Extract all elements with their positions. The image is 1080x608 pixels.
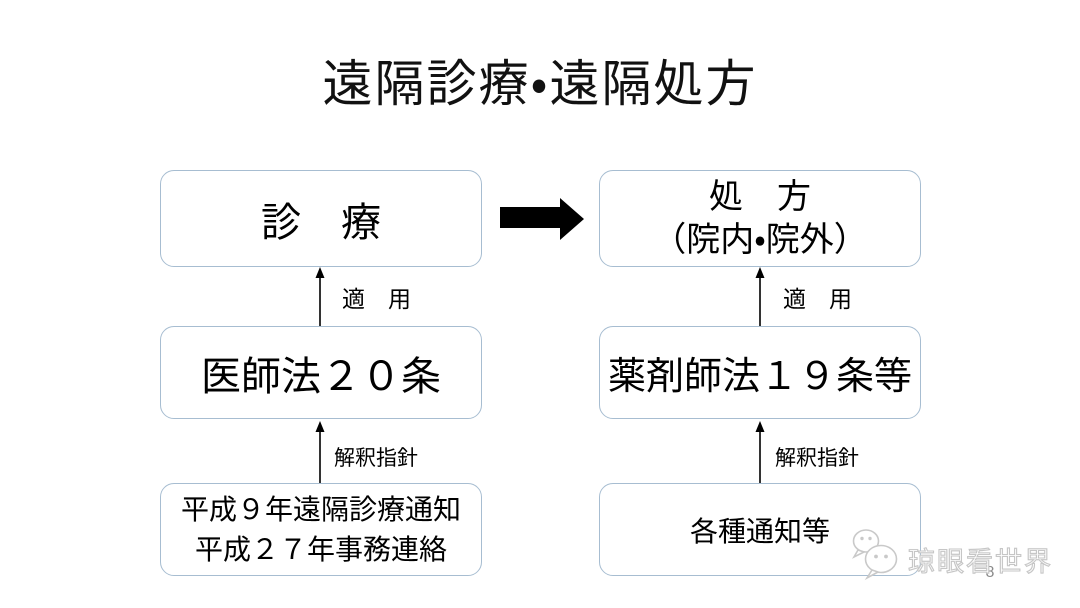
box-shinryo-label: 診 療 [261,200,381,245]
label-interpretation-right: 解釈指針 [775,447,859,470]
watermark-text: 琼眼看世界 [907,546,1053,577]
box-yakuzaishihou-label: 薬剤師法１９条等 [607,356,912,398]
box-shohou: 処 方 （院内・院外） [599,170,921,267]
up-arrow-icon [315,421,325,483]
box-ishihou: 医師法２０条 [160,326,482,419]
box-ishihou-label: 医師法２０条 [201,354,441,399]
box-yakuzaishihou: 薬剤師法１９条等 [599,326,921,419]
page-title: 遠隔診療・遠隔処方 [322,56,758,112]
wechat-logo-icon [851,529,898,581]
up-arrow-icon [755,421,765,483]
label-apply-left: 適 用 [342,286,411,312]
box-shinryo: 診 療 [160,170,482,267]
label-interpretation-left: 解釈指針 [334,447,418,470]
watermark: 琼眼看世界 [846,526,1053,584]
box-heisei-tsuchi-line2: 平成２７年事務連絡 [194,533,447,565]
label-apply-right: 適 用 [783,286,852,312]
box-heisei-tsuchi: 平成９年遠隔診療通知 平成２７年事務連絡 [160,483,482,576]
box-shohou-line1: 処 方 [709,177,811,216]
page-number: 8 [985,564,995,581]
up-arrow-icon [315,267,325,326]
box-shohou-line2: （院内・院外） [652,220,868,259]
box-heisei-tsuchi-line1: 平成９年遠隔診療通知 [180,494,461,526]
up-arrow-icon [755,267,765,326]
box-kakushu-tsuchi-label: 各種通知等 [689,515,830,547]
right-arrow-icon [500,198,584,240]
